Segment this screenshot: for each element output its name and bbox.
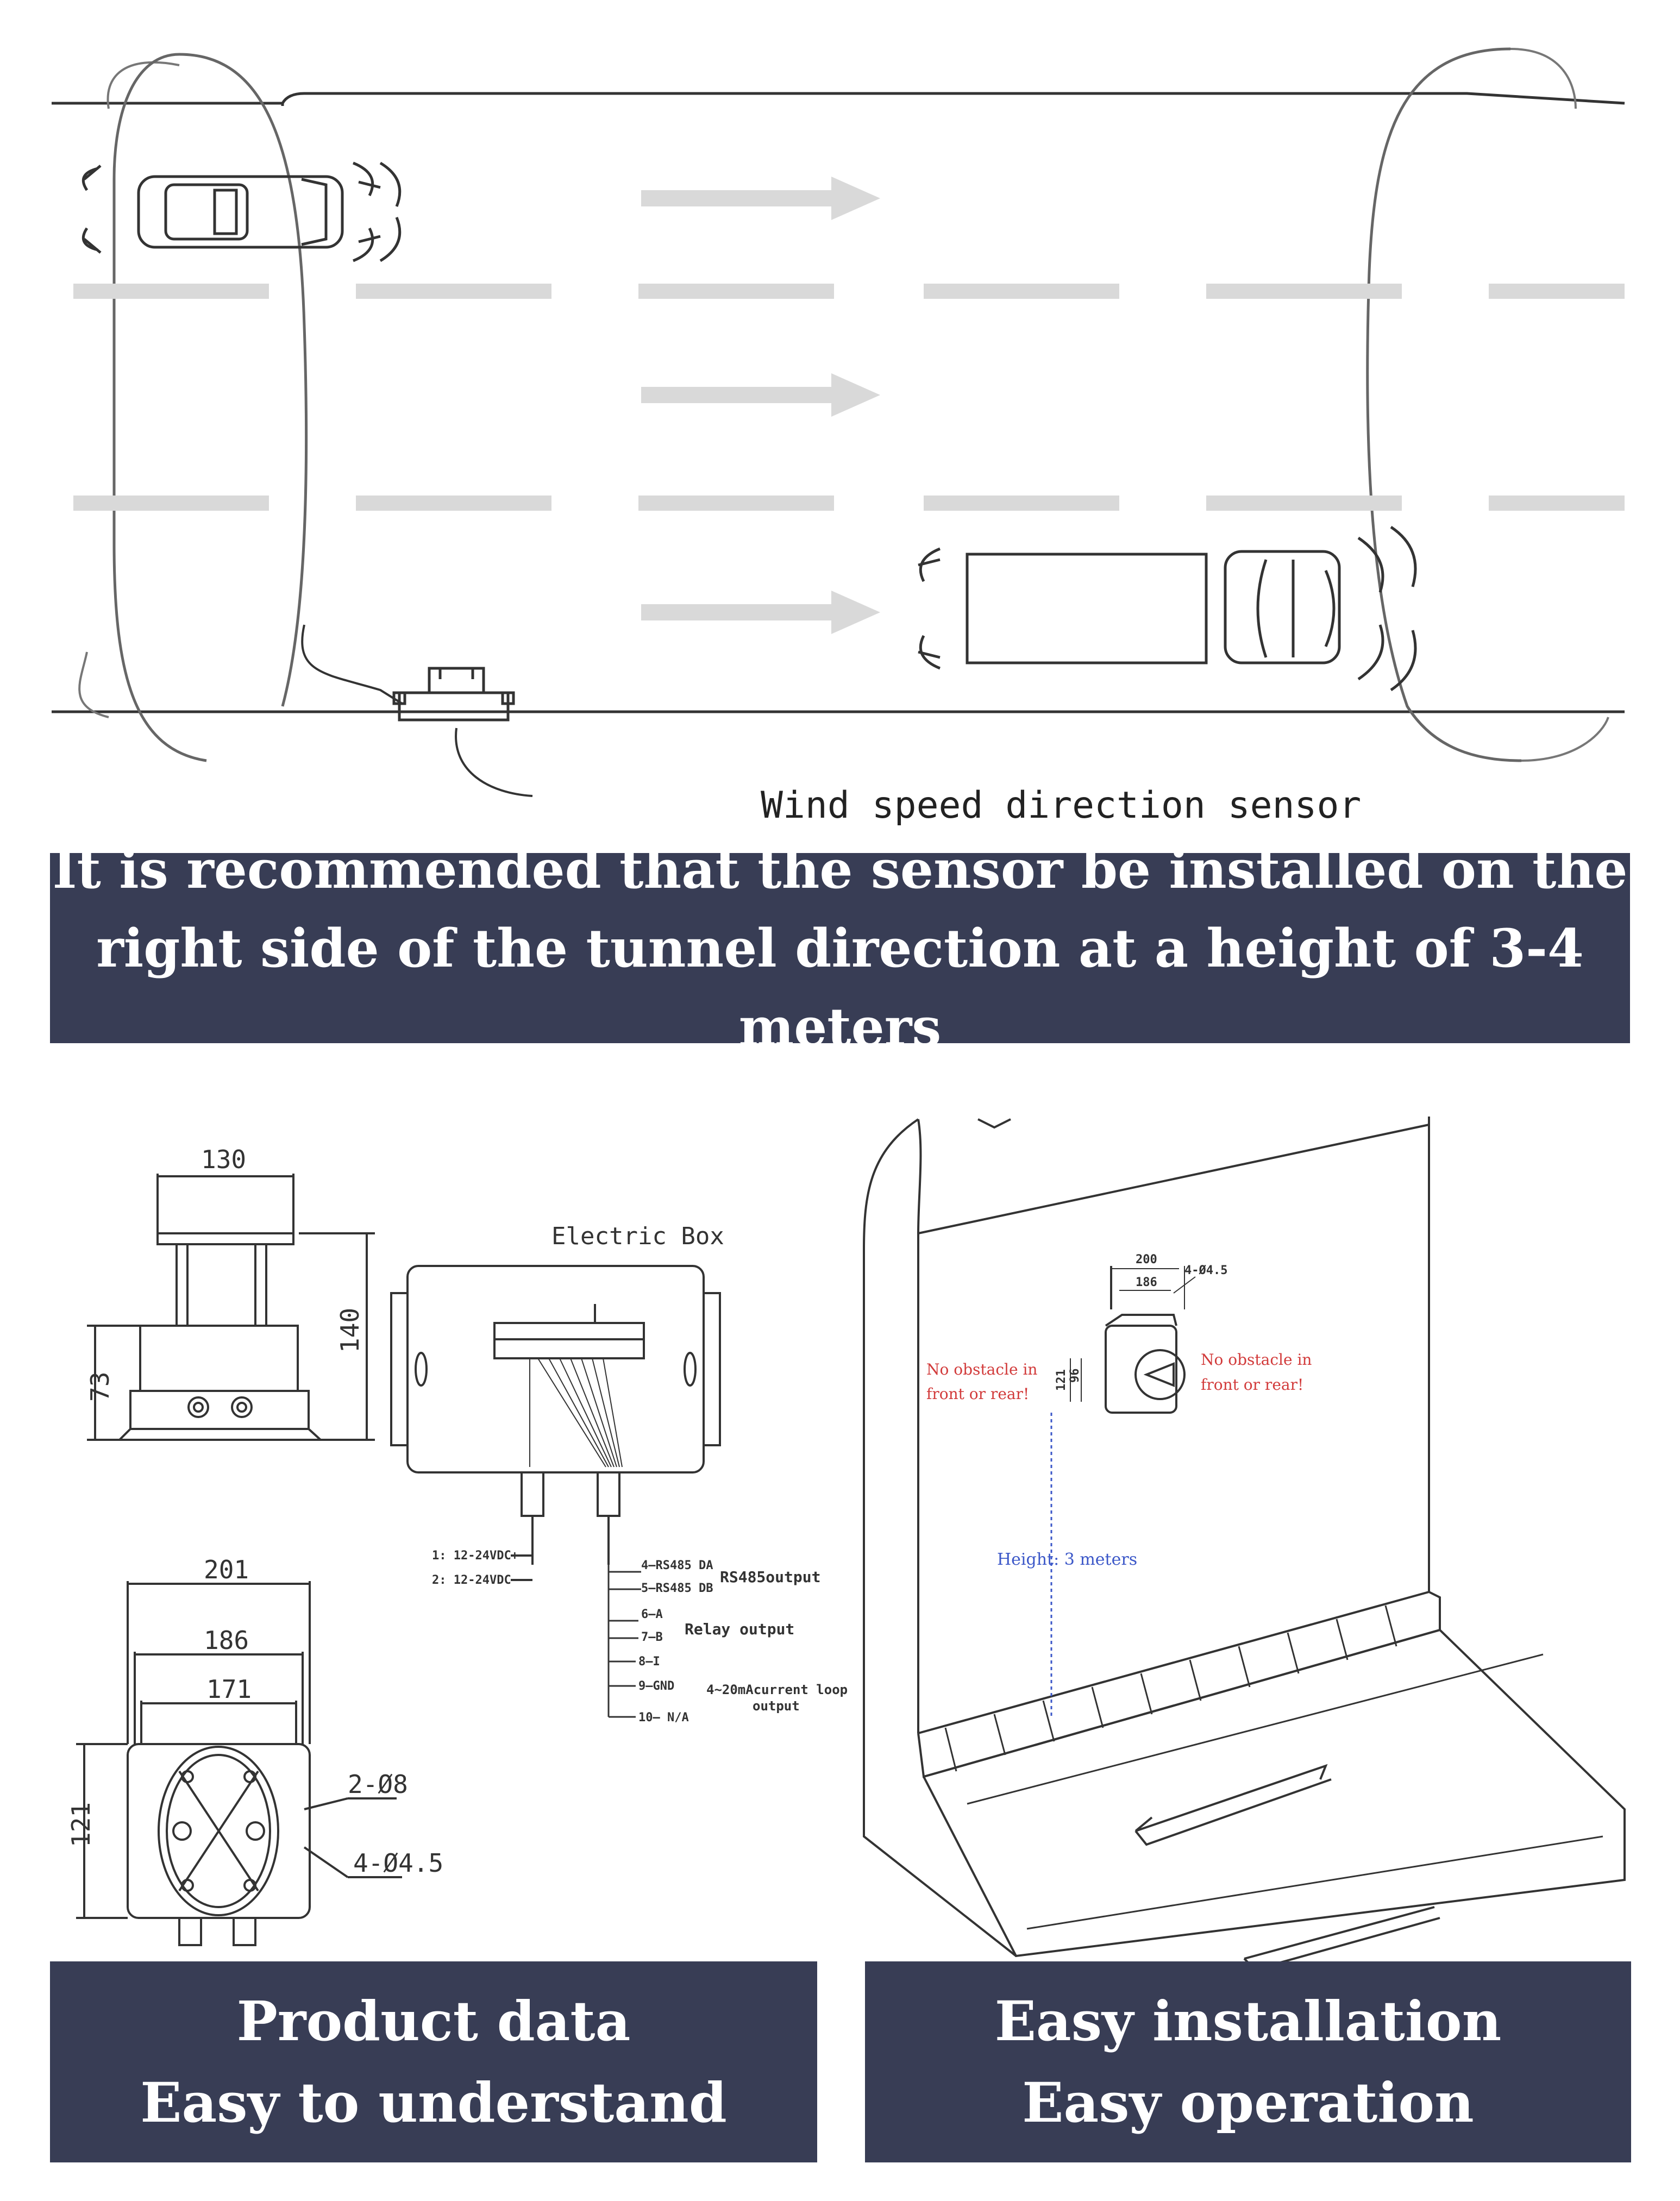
direction-arrow <box>641 373 880 417</box>
recommendation-line-2: right side of the tunnel direction at a … <box>96 917 1584 1058</box>
install-dim-186: 186 <box>1136 1276 1157 1289</box>
direction-arrow <box>641 177 880 220</box>
electric-box-title: Electric Box <box>551 1222 724 1250</box>
car-icon <box>82 161 402 262</box>
easy-installation-line-2: Easy operation <box>1022 2071 1474 2135</box>
pin-8: 8—I <box>638 1655 660 1669</box>
pin-relay-b: 7—B <box>641 1631 663 1644</box>
pin-power-pos: 1: 12-24VDC+ <box>432 1549 518 1563</box>
dim-top-width: 130 <box>201 1145 246 1174</box>
easy-installation-banner: Easy installation Easy operation <box>865 1961 1631 2162</box>
direction-arrow <box>641 591 880 634</box>
dim-depth: 121 <box>66 1802 96 1847</box>
product-data-line-2: Easy to understand <box>140 2071 727 2135</box>
dim-width-mid: 186 <box>204 1626 249 1655</box>
dim-width-inner: 171 <box>206 1675 252 1704</box>
dim-width-outer: 201 <box>204 1555 249 1584</box>
road-arrow <box>1243 1906 1440 1971</box>
tunnel-ring-left <box>78 61 180 718</box>
rs485-output-label: RS485output <box>720 1568 820 1586</box>
sensor-device-icon <box>392 667 515 722</box>
sensor-cable <box>301 624 403 705</box>
recommendation-banner: It is recommended that the sensor be ins… <box>50 839 1630 1058</box>
sensor-caption: Wind speed direction sensor <box>761 784 1361 827</box>
install-dim-121: 121 <box>1055 1369 1068 1391</box>
recommendation-line-1: It is recommended that the sensor be ins… <box>52 838 1628 900</box>
install-dim-hole: 4-Ø4.5 <box>1184 1264 1227 1277</box>
tunnel-ring-right <box>1366 47 1522 762</box>
current-loop-label-2: output <box>753 1698 800 1714</box>
warning-right-2: front or rear! <box>1201 1376 1303 1394</box>
walkway-arrow <box>1134 1764 1332 1846</box>
tunnel-top-wall <box>52 92 1625 105</box>
product-data-line-1: Product data <box>236 1989 631 2053</box>
truck-icon <box>918 525 1417 692</box>
dim-hole-large: 2-Ø8 <box>348 1770 408 1799</box>
pin-relay-a: 6—A <box>641 1608 663 1621</box>
product-data-banner: Product data Easy to understand <box>50 1961 817 2162</box>
easy-installation-line-1: Easy installation <box>994 1989 1502 2053</box>
warning-right-1: No obstacle in <box>1201 1351 1312 1369</box>
height-label: Height: 3 meters <box>997 1550 1137 1569</box>
pin-9: 9—GND <box>638 1679 674 1693</box>
current-loop-label: 4~20mAcurrent loop <box>706 1682 848 1697</box>
tunnel-diagram: Wind speed direction sensor <box>52 47 1625 827</box>
dim-hole-small: 4-Ø4.5 <box>353 1848 443 1878</box>
pin-rs485-b: 5—RS485 DB <box>641 1582 713 1595</box>
pin-power-neg: 2: 12-24VDC- <box>432 1573 518 1587</box>
dim-body-height: 73 <box>85 1372 115 1402</box>
warning-left-1: No obstacle in <box>926 1360 1037 1378</box>
pin-10: 10— N/A <box>638 1711 689 1725</box>
relay-output-label: Relay output <box>685 1620 794 1638</box>
pin-rs485-a: 4—RS485 DA <box>641 1559 713 1572</box>
install-dim-200: 200 <box>1136 1253 1157 1266</box>
install-dim-96: 96 <box>1068 1369 1082 1383</box>
dim-total-height: 140 <box>335 1308 365 1353</box>
warning-left-2: front or rear! <box>926 1385 1029 1403</box>
